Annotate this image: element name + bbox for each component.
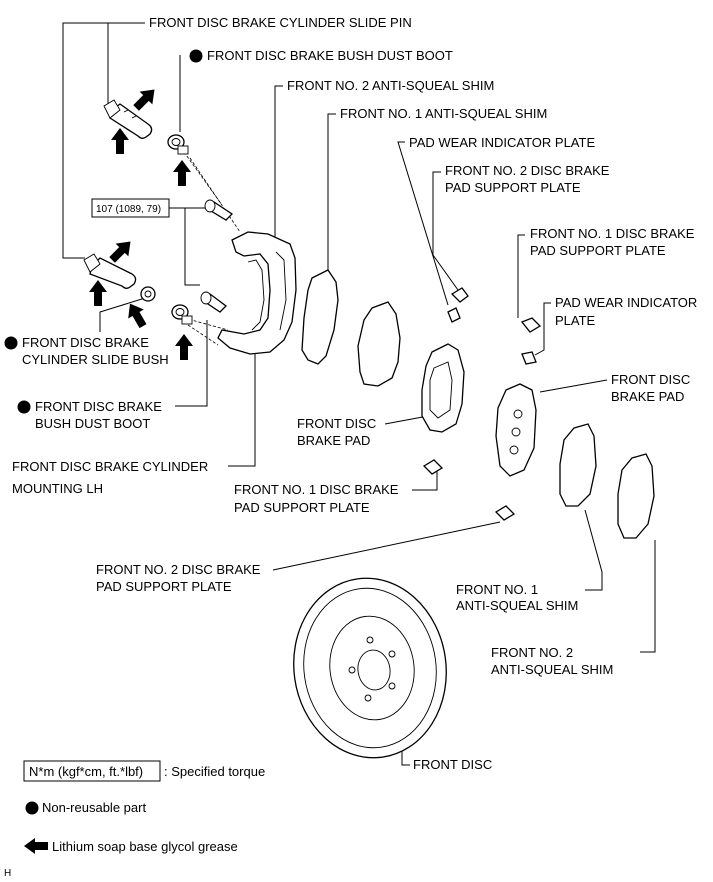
label-slide-bush-l1: FRONT DISC BRAKE: [22, 335, 149, 350]
label-front-disc: FRONT DISC: [413, 757, 492, 772]
label-pad-wear-indicator-right-l1: PAD WEAR INDICATOR: [555, 295, 697, 310]
label-front-pad-center-l1: FRONT DISC: [297, 416, 376, 431]
bush-dust-boot-top-part: [167, 134, 189, 155]
label-pad-wear-indicator-right-l2: PLATE: [555, 313, 596, 328]
torque-value-text: 107 (1089, 79): [96, 204, 161, 215]
legend-torque-box-text: N*m (kgf*cm, ft.*lbf): [29, 764, 143, 779]
label-bush-dust-boot-top: FRONT DISC BRAKE BUSH DUST BOOT: [207, 48, 453, 63]
label-slide-bush-l2: CYLINDER SLIDE BUSH: [22, 352, 169, 367]
grease-arrow-icon: [111, 128, 129, 154]
legend-grease-arrow-icon: [24, 838, 48, 854]
no1-support-plate-center-part: [422, 459, 444, 475]
label-slide-pin: FRONT DISC BRAKE CYLINDER SLIDE PIN: [149, 15, 412, 30]
label-front-pad-right-l1: FRONT DISC: [611, 372, 690, 387]
grease-arrow-icon: [175, 334, 193, 360]
leader-lines: [62, 22, 656, 766]
slide-pin-top: [103, 99, 153, 139]
non-reusable-dot-icon: [4, 336, 18, 350]
non-reusable-dots: [4, 49, 203, 414]
label-no1-support-plate-center-l1: FRONT NO. 1 DISC BRAKE: [234, 482, 399, 497]
grease-arrows: [89, 89, 193, 360]
label-bush-dust-boot-left-l2: BUSH DUST BOOT: [35, 416, 150, 431]
label-no2-support-plate-top-l1: FRONT NO. 2 DISC BRAKE: [445, 163, 610, 178]
no2-shim-bottom-part: [617, 453, 655, 539]
grease-arrow-icon: [133, 89, 155, 111]
no2-shim-top-part: [301, 269, 339, 365]
no2-support-plate-bottom-part: [494, 505, 516, 521]
label-mounting-l2: MOUNTING LH: [12, 481, 103, 496]
label-front-pad-center-l2: BRAKE PAD: [297, 433, 370, 448]
brake-pad-right-part: [495, 383, 537, 477]
non-reusable-dot-icon: [189, 49, 203, 63]
legend-grease-text: Lithium soap base glycol grease: [52, 839, 238, 854]
slide-bush-part: [140, 286, 156, 302]
label-no2-support-plate-bottom-l2: PAD SUPPORT PLATE: [96, 579, 232, 594]
label-bush-dust-boot-left-l1: FRONT DISC BRAKE: [35, 399, 162, 414]
no1-shim-top-part: [357, 301, 401, 387]
label-front-pad-right-l2: BRAKE PAD: [611, 389, 684, 404]
no1-support-plate-right-part: [520, 317, 542, 333]
grease-arrow-icon: [173, 160, 191, 186]
non-reusable-dot-icon: [17, 400, 31, 414]
slide-pin-bottom: [83, 253, 137, 289]
labels: FRONT DISC BRAKE CYLINDER SLIDE PIN FRON…: [12, 15, 697, 772]
grease-arrow-icon: [128, 303, 147, 329]
caliper-mounting-bracket: [217, 231, 297, 355]
mounting-bolt-bottom: [200, 291, 227, 313]
label-no1-support-plate-center-l2: PAD SUPPORT PLATE: [234, 500, 370, 515]
pad-wear-indicator-right-part: [521, 351, 537, 365]
label-no2-support-plate-bottom-l1: FRONT NO. 2 DISC BRAKE: [96, 562, 261, 577]
label-pad-wear-indicator-top: PAD WEAR INDICATOR PLATE: [409, 135, 595, 150]
legend-non-reusable-text: Non-reusable part: [42, 800, 146, 815]
no1-shim-bottom-part: [559, 423, 597, 507]
legend: N*m (kgf*cm, ft.*lbf) : Specified torque…: [4, 760, 265, 879]
grease-arrow-icon: [89, 280, 107, 306]
label-no1-support-plate-right-l1: FRONT NO. 1 DISC BRAKE: [530, 226, 695, 241]
pad-wear-indicator-top-part: [447, 307, 461, 323]
label-no2-support-plate-top-l2: PAD SUPPORT PLATE: [445, 180, 581, 195]
label-mounting-l1: FRONT DISC BRAKE CYLINDER: [12, 459, 208, 474]
legend-torque-box: [23, 760, 161, 782]
corner-mark: H: [4, 868, 11, 879]
no2-support-plate-top-part: [450, 287, 469, 303]
mounting-bolt-top: [204, 199, 234, 221]
brake-pad-center-part: [421, 343, 465, 433]
grease-arrow-icon: [109, 241, 131, 263]
legend-torque-text: : Specified torque: [164, 764, 265, 779]
front-disc-part: [293, 577, 447, 759]
label-no2-shim-top: FRONT NO. 2 ANTI-SQUEAL SHIM: [287, 78, 494, 93]
legend-non-reusable-dot-icon: [25, 801, 39, 815]
label-no1-shim-bottom-l2: ANTI-SQUEAL SHIM: [456, 598, 578, 613]
bush-dust-boot-bottom-part: [171, 304, 193, 325]
label-no2-shim-bottom-l1: FRONT NO. 2: [491, 645, 573, 660]
torque-value-box: 107 (1089, 79): [91, 198, 170, 218]
label-no1-support-plate-right-l2: PAD SUPPORT PLATE: [530, 243, 666, 258]
label-no1-shim-top: FRONT NO. 1 ANTI-SQUEAL SHIM: [340, 106, 547, 121]
label-no1-shim-bottom-l1: FRONT NO. 1: [456, 582, 538, 597]
label-no2-shim-bottom-l2: ANTI-SQUEAL SHIM: [491, 662, 613, 677]
